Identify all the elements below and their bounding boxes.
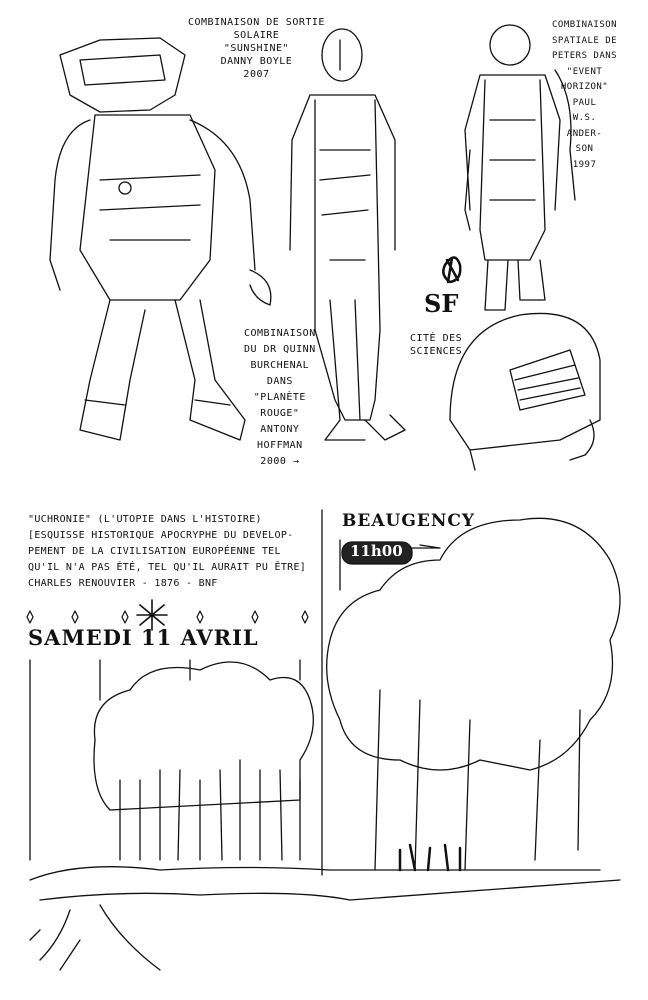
sf-logo: SF: [424, 289, 459, 318]
caption-line: solaire: [233, 30, 280, 41]
caption-line: "Sunshine": [223, 43, 290, 54]
beaugency-banner: [341, 541, 413, 565]
venue-line: Cité des: [410, 333, 463, 344]
sunshine-suit-drawing: [49, 37, 272, 441]
date-heading: Samedi 11 avril: [28, 625, 259, 650]
caption-event-horizon: Combinaison spatiale de Peters dans "EventH…: [552, 18, 617, 173]
caption-line: du Dr Quinn: [244, 344, 316, 355]
caption-line: 1997: [572, 159, 597, 170]
venue-line: sciences: [410, 346, 463, 357]
uchronie-note: "Uchronie" (L'utopie dans l'histoire) [Es…: [28, 512, 306, 592]
planete-rouge-suit-drawing: [289, 28, 406, 441]
caption-line: "Event: [566, 66, 603, 77]
caption-line: 2000 →: [260, 456, 300, 467]
note-line: [Esquisse historique apocryphe du develo…: [28, 530, 294, 541]
caption-line: Combinaison: [244, 328, 316, 339]
caption-line: Rouge": [260, 408, 300, 419]
caption-line: Burchenal: [250, 360, 310, 371]
caption-line: Combinaison de sortie: [188, 17, 325, 28]
caption-line: Danny Boyle: [220, 56, 293, 67]
caption-line: Hoffman: [257, 440, 303, 451]
caption-line: Ander-: [566, 128, 603, 139]
caption-line: spatiale de: [552, 35, 618, 46]
trees-landscape-drawing: [29, 517, 621, 971]
caption-line: Antony: [260, 424, 300, 435]
caption-line: 2007: [243, 69, 270, 80]
sf-venue: Cité des sciences: [410, 332, 462, 358]
note-line: pement de la civilisation européenne tel: [28, 546, 281, 557]
caption-line: Paul: [572, 97, 597, 108]
event-horizon-suit-drawing: [464, 24, 576, 311]
caption-planete-rouge: Combinaison du Dr QuinnBurchenal dans "Plan…: [244, 326, 316, 470]
caption-line: Combinaison: [552, 20, 618, 30]
note-line: Charles Renouvier - 1876 - BNF: [28, 578, 218, 589]
sf-scribble: [442, 256, 462, 284]
caption-line: W.S.: [572, 113, 597, 123]
caption-line: Peters dans: [552, 51, 618, 61]
caption-sunshine: Combinaison de sortie solaire "Sunshine" Da…: [188, 16, 325, 81]
caption-line: son: [575, 144, 594, 154]
caption-line: dans: [266, 376, 293, 387]
place-title: Beaugency: [342, 511, 476, 531]
note-line: qu'il n'a pas été, tel qu'il aurait pu ê…: [28, 562, 307, 573]
place-subtitle: 11h00: [350, 542, 403, 560]
note-line: "Uchronie" (L'utopie dans l'histoire): [28, 514, 262, 525]
ornament-row: [26, 599, 309, 631]
helmet-drawing: [449, 312, 601, 471]
caption-line: Horizon": [560, 82, 609, 92]
caption-line: "Planète: [253, 392, 306, 403]
